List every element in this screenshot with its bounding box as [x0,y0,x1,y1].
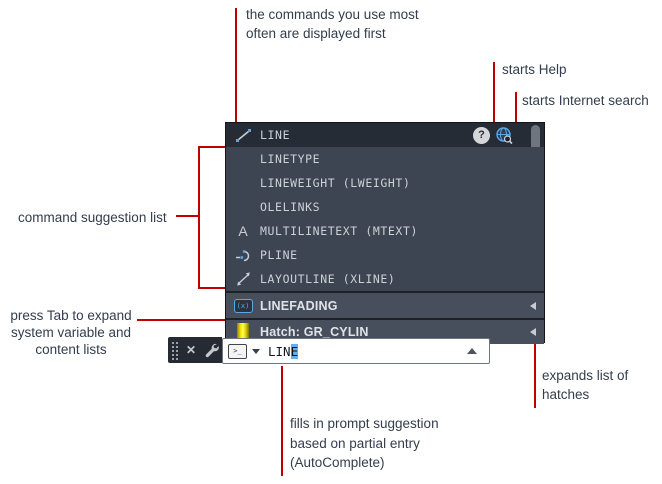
suggestion-label: LINE [260,128,291,142]
callout-line-suggestion-list [176,215,199,217]
annotation-line: command suggestion list [18,210,167,225]
suggestion-label: PLINE [260,248,298,262]
line-icon [226,128,260,143]
annotation-suggestion-list: command suggestion list [18,208,167,227]
annotation-autocomplete: fills in prompt suggestion based on part… [290,414,439,473]
annotation-line: starts Internet search [522,93,649,108]
expand-hatches-icon[interactable] [530,328,536,336]
suggestion-row-linetype[interactable]: LINETYPE [226,147,544,171]
suggestion-row-pline[interactable]: PLINE [226,243,544,267]
xline-icon [226,271,260,287]
scrollbar-thumb[interactable] [531,125,540,156]
command-suggestion-panel: LINE ? LINETYPE LI [225,122,545,344]
suggestion-label: OLELINKS [260,200,321,214]
annotation-line: hatches [542,387,590,402]
command-input-text: LINE [268,343,299,359]
hatch-row-label: Hatch: GR_CYLIN [260,325,369,339]
sysvar-row-linefading[interactable]: (x) LINEFADING [226,293,544,318]
suggestion-label: MULTILINETEXT (MTEXT) [260,224,418,238]
recent-commands-dropdown-icon[interactable] [252,348,260,354]
callout-bracket-vertical [198,146,200,289]
annotation-line: press Tab to expand [10,308,132,323]
annotation-line: the commands you use most [246,7,419,22]
autocompleted-text: E [290,343,299,359]
mtext-icon: A [238,223,248,239]
callout-bracket-bottom-tick [198,287,226,289]
callout-line-press-tab [137,319,225,321]
suggestion-label: LINETYPE [260,152,321,166]
expand-sysvar-icon[interactable] [530,301,536,310]
suggestion-row-multilinetext[interactable]: A MULTILINETEXT (MTEXT) [226,219,544,243]
annotation-press-tab: press Tab to expand system variable and … [5,307,137,358]
annotation-line: system variable and [10,325,132,340]
suggestion-row-olelinks[interactable]: OLELINKS [226,195,544,219]
annotation-line: fills in prompt suggestion [290,416,439,431]
annotation-line: expands list of [542,368,629,383]
suggestion-row-lineweight[interactable]: LINEWEIGHT (LWEIGHT) [226,171,544,195]
callout-line-commands-first [235,8,237,122]
suggestion-row-line[interactable]: LINE ? [226,123,544,156]
suggestion-label: LAYOUTLINE (XLINE) [260,272,396,286]
annotation-line: based on partial entry [290,435,420,451]
customize-wrench-icon[interactable] [203,342,219,358]
callout-line-starts-search [515,92,517,122]
annotation-commands-first: the commands you use most often are disp… [246,5,419,43]
annotation-line: (AutoComplete) [290,455,385,470]
typed-text: LIN [268,343,291,359]
hatch-swatch-icon [226,322,260,342]
suggestion-row-layoutline[interactable]: LAYOUTLINE (XLINE) [226,267,544,291]
collapse-suggestions-icon[interactable] [467,348,477,354]
callout-line-expands-hatches [534,340,536,408]
callout-line-autocomplete [281,366,283,476]
internet-search-icon[interactable] [495,126,514,145]
sysvar-icon: (x) [226,298,260,313]
annotation-line: starts Help [502,62,567,77]
callout-bracket-top-tick [198,146,226,148]
drag-grip-handle[interactable] [171,341,179,360]
command-input-field[interactable]: >_ LINE [222,338,490,364]
command-bar-toolbar: ✕ [168,337,222,363]
annotation-line: content lists [35,342,107,357]
suggestion-label: LINEWEIGHT (LWEIGHT) [260,176,411,190]
close-icon[interactable]: ✕ [185,343,197,357]
help-icon[interactable]: ? [473,126,490,144]
pline-icon [226,248,260,263]
annotation-line: often are displayed first [246,26,386,41]
callout-line-starts-help [493,62,495,122]
command-prompt-icon[interactable]: >_ [228,343,247,359]
annotation-starts-search: starts Internet search [522,91,649,110]
annotation-starts-help: starts Help [502,60,567,79]
sysvar-row-label: LINEFADING [260,298,338,313]
annotation-expands-hatches: expands list of hatches [542,366,628,404]
